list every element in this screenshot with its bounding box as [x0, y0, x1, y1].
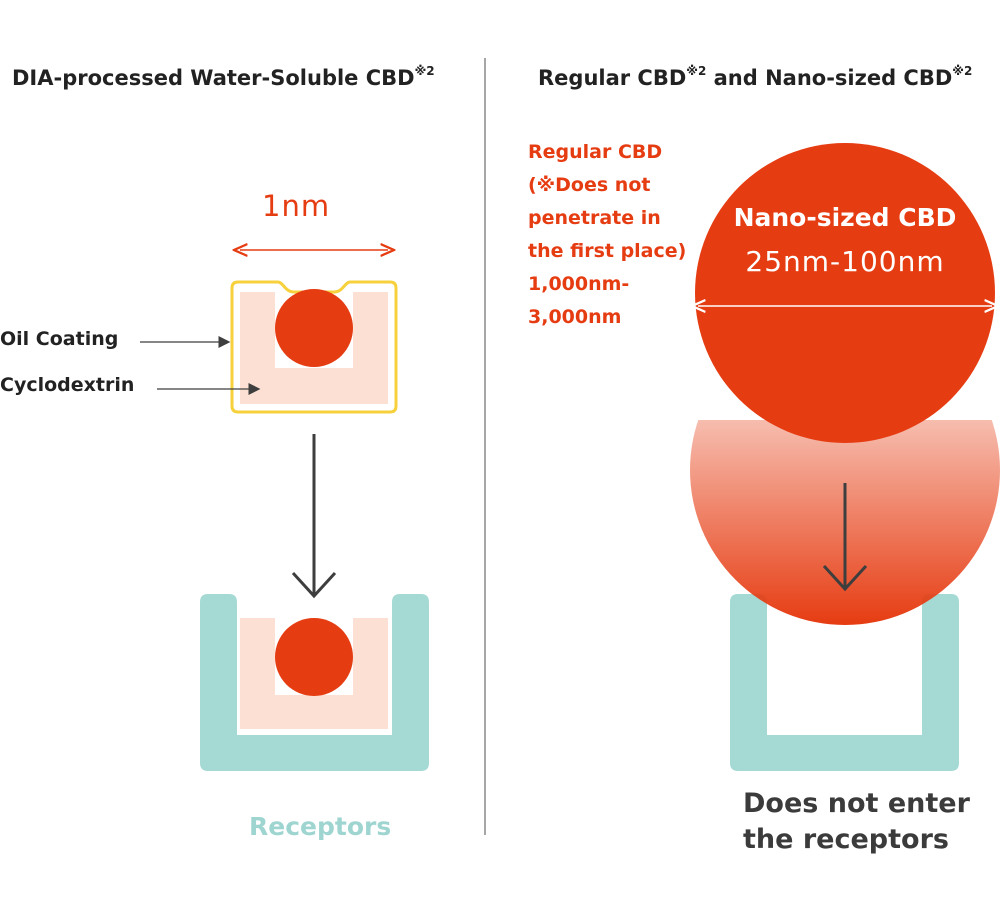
- right-title-note2: ※2: [952, 64, 973, 78]
- receptors-label: Receptors: [249, 812, 392, 841]
- not-enter-line1: Does not enter: [743, 788, 970, 819]
- right-title-note1: ※2: [686, 64, 707, 78]
- left-down-arrow-head: [291, 571, 337, 599]
- cyclodextrin-shell: [240, 292, 388, 404]
- right-title: Regular CBD※2 and Nano-sized CBD※2: [538, 64, 973, 90]
- regular-cbd-line: 3,000nm: [528, 306, 622, 328]
- nano-cbd-size: 25nm-100nm: [745, 245, 945, 278]
- docked-cbd-molecule: [275, 618, 353, 696]
- cyclodextrin-label: Cyclodextrin: [0, 374, 135, 396]
- size-label: 1nm: [262, 189, 331, 223]
- regular-cbd-line: 1,000nm-: [528, 273, 630, 295]
- not-enter-line2: the receptors: [743, 824, 949, 855]
- right-receptor: [730, 594, 959, 771]
- right-title-part1: Regular CBD: [538, 66, 687, 90]
- left-title: DIA-processed Water-Soluble CBD※2: [12, 64, 435, 90]
- not-enter-caption: Does not enter the receptors: [743, 786, 970, 858]
- regular-cbd-description: Regular CBD (※Does not penetrate in the …: [528, 136, 686, 334]
- left-receptor: [200, 594, 429, 771]
- left-title-note: ※2: [414, 64, 435, 78]
- regular-cbd-line: Regular CBD: [528, 141, 663, 163]
- regular-cbd-line: the first place): [528, 240, 687, 262]
- regular-cbd-line: penetrate in: [528, 207, 661, 229]
- nano-cbd-title: Nano-sized CBD: [733, 203, 957, 232]
- right-title-part2: and Nano-sized CBD: [706, 66, 953, 90]
- nano-cbd-circle: [695, 143, 995, 443]
- docked-cyclodextrin: [240, 618, 388, 729]
- oil-coating-label: Oil Coating: [0, 328, 119, 350]
- left-title-text: DIA-processed Water-Soluble CBD: [12, 66, 415, 90]
- regular-cbd-line: (※Does not: [528, 174, 651, 196]
- right-down-arrow-head: [822, 564, 868, 592]
- cbd-molecule: [275, 289, 353, 367]
